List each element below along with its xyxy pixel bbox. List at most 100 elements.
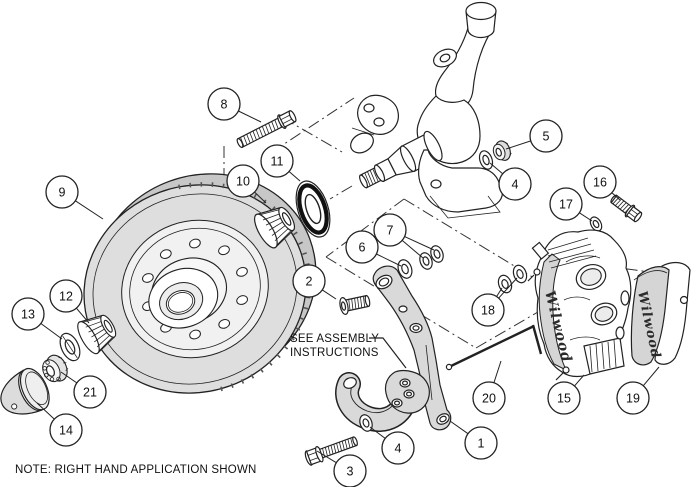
leader-line [404, 236, 435, 251]
callout-number: 7 [387, 223, 394, 237]
leader-line [40, 323, 63, 340]
callout-15-15: 15 [547, 374, 585, 415]
callout-balloon [472, 381, 506, 415]
leader-line [322, 289, 337, 300]
leader-line [369, 426, 386, 439]
callout-19-19: 19 [616, 366, 660, 415]
callout-balloon [529, 119, 563, 153]
callout-number: 15 [557, 391, 571, 405]
callout-11-11: 11 [260, 144, 301, 182]
assembly-note-line1: SEE ASSEMBLY [290, 333, 379, 345]
callout-7-7: 7 [373, 213, 435, 259]
leader-line [36, 402, 55, 420]
callout-balloon [333, 454, 367, 487]
leader-line [489, 162, 504, 175]
bracket-washers [397, 245, 444, 279]
countersunk-bolt [339, 294, 371, 315]
caliper-bracket-arm [372, 265, 452, 431]
callout-17-17: 17 [549, 187, 593, 222]
callout-3-2: 3 [316, 450, 367, 487]
callout-number: 21 [83, 385, 97, 399]
callout-balloon [207, 87, 241, 121]
callout-balloon [498, 167, 532, 201]
rotor-bolt-holes [142, 238, 248, 340]
leader-line [288, 171, 301, 182]
callout-balloon [11, 297, 45, 331]
callout-10-10: 10 [226, 164, 267, 204]
bleed-screw [527, 268, 570, 381]
leader-line [611, 192, 621, 201]
spindle-nut [492, 140, 512, 161]
assembly-note: SEE ASSEMBLY INSTRUCTIONS [290, 333, 407, 369]
leader-line [75, 200, 104, 220]
callout-2-1: 2 [292, 264, 337, 300]
caliper-bracket-front [335, 369, 430, 432]
hub-bolt [236, 110, 297, 149]
rotor-hub [148, 257, 227, 329]
callout-balloon [549, 187, 583, 221]
callout-number: 10 [236, 174, 250, 188]
callout-balloon [616, 381, 650, 415]
callout-number: 19 [626, 391, 640, 405]
caliper: Wilwood [527, 229, 632, 381]
callout-balloon [45, 175, 79, 209]
callout-number: 8 [221, 97, 228, 111]
caliper-mount-bolt [610, 194, 643, 223]
callout-balloon [381, 431, 415, 465]
callout-balloon [471, 293, 505, 327]
leader-line [496, 287, 503, 297]
callout-number: 9 [59, 185, 66, 199]
callout-12-12: 12 [49, 279, 90, 324]
outer-bearing [254, 206, 296, 249]
leader-line [642, 366, 660, 387]
callout-balloon [260, 144, 294, 178]
callout-number: 1 [478, 436, 485, 450]
flat-washer [359, 414, 373, 432]
callout-number: 12 [59, 289, 73, 303]
callout-balloon [345, 230, 379, 264]
callout-13-13: 13 [11, 297, 63, 340]
leader-line [449, 420, 469, 435]
callout-balloon [49, 279, 83, 313]
callout-number: 6 [359, 240, 366, 254]
leader-line [401, 240, 424, 259]
callout-number: 11 [271, 154, 284, 168]
callout-number: 2 [306, 274, 313, 288]
callout-number: 3 [347, 464, 354, 478]
leader-line [505, 140, 531, 150]
grease-seal [295, 180, 331, 238]
callout-balloon [583, 165, 617, 199]
callout-number: 20 [482, 391, 496, 405]
callout-16-16: 16 [583, 165, 621, 201]
spindle-washer [59, 332, 81, 362]
leader-line [238, 110, 262, 123]
callout-number: 4 [512, 177, 519, 191]
callout-balloon [73, 375, 107, 409]
leader-line [579, 212, 593, 222]
leader-line [254, 191, 267, 204]
callout-number: 13 [21, 307, 35, 321]
callout-balloon [49, 413, 83, 447]
callout-number: 16 [593, 175, 607, 189]
callout-4-4: 4 [369, 426, 415, 465]
castle-nut [42, 354, 69, 383]
callout-number: 4 [395, 441, 402, 455]
inner-bearing [77, 314, 117, 355]
callout-number: 17 [559, 197, 573, 211]
leader-line [574, 374, 585, 387]
brake-pad: Wilwood [630, 261, 691, 366]
callout-number: 5 [543, 129, 550, 143]
callout-9-9: 9 [45, 175, 104, 220]
callout-number: 14 [59, 423, 73, 437]
note-text: NOTE: RIGHT HAND APPLICATION SHOWN [15, 464, 257, 476]
callout-balloon [292, 264, 326, 298]
leader-line [60, 371, 78, 384]
callout-14-14: 14 [36, 402, 83, 447]
callout-4-3: 4 [489, 162, 532, 201]
callout-1-0: 1 [449, 420, 498, 460]
callout-balloon [226, 164, 260, 198]
spindle [350, 1, 503, 219]
leader-line [376, 253, 402, 267]
